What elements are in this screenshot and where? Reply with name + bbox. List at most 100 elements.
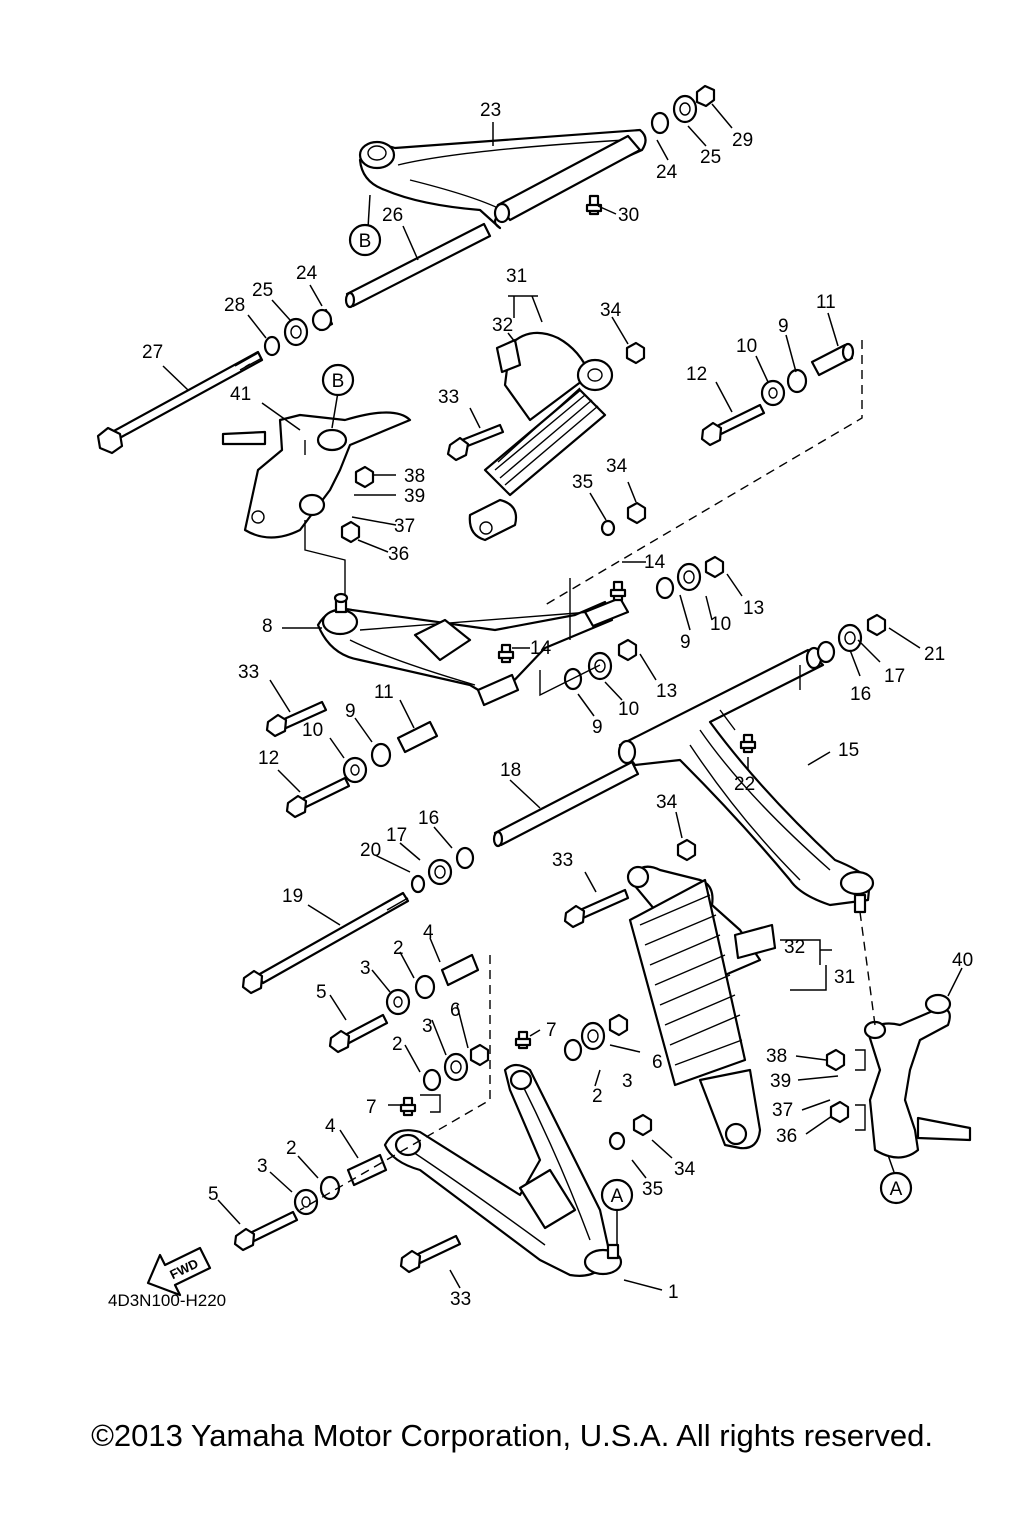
callout-labels: 1 2 2 2 2 3 3 3 3 4 4 5 5 6 6 7 7 8 9 9 … [142, 100, 973, 1310]
copyright-notice: ©2013 Yamaha Motor Corporation, U.S.A. A… [91, 1418, 933, 1453]
callout: 4 [423, 922, 434, 943]
callout: 9 [592, 717, 603, 738]
pivot-shaft-18 [492, 760, 640, 848]
washer-35-upper [600, 519, 616, 537]
callout: 34 [606, 456, 628, 477]
callout: 8 [262, 616, 273, 637]
callout: 31 [506, 266, 527, 287]
bolt-33-middle [265, 700, 328, 738]
callout: 37 [394, 516, 415, 537]
ref-label: A [611, 1186, 624, 1207]
grease-nipple-30 [585, 194, 603, 216]
grease-nipple-7-a [514, 1030, 532, 1050]
callout: 10 [302, 720, 323, 741]
nut-34-upper-b [626, 501, 647, 525]
callout: 35 [642, 1179, 663, 1200]
bolt-33-upper [446, 423, 505, 462]
callout: 5 [208, 1184, 219, 1205]
washer-28 [263, 335, 281, 357]
bushing-set-15 [816, 613, 887, 664]
washer-10-upper [760, 379, 786, 407]
shock-absorber-upper [468, 331, 614, 542]
bolt-27 [96, 350, 264, 455]
callout: 17 [386, 825, 407, 846]
callout: 33 [438, 387, 459, 408]
callout: 10 [710, 614, 731, 635]
callout: 16 [850, 684, 871, 705]
reference-marker-a-arm: A [600, 1178, 634, 1212]
grease-nipple-7-b [399, 1096, 417, 1117]
reference-marker-b-top: B [348, 223, 382, 257]
grease-nipple-22 [739, 733, 757, 754]
pivot-shaft-26 [344, 222, 492, 309]
callout: 39 [770, 1071, 791, 1092]
bolt-12-upper [700, 403, 766, 447]
guide-lines [299, 340, 876, 1211]
callout: 32 [784, 937, 805, 958]
callout: 26 [382, 205, 403, 226]
nut-34-upper-a [625, 341, 646, 365]
bushing-set-lower-upper [328, 953, 629, 1092]
callout: 41 [230, 384, 251, 405]
knuckle-40 [863, 993, 972, 1159]
callout: 27 [142, 342, 163, 363]
washer-35-bottom [608, 1131, 626, 1151]
callout: 11 [816, 292, 836, 313]
bolt-33-bottom [399, 1234, 462, 1274]
ref-label: B [332, 371, 345, 392]
lower-arm-1 [383, 1063, 623, 1277]
callout: 30 [618, 205, 639, 226]
callout: 31 [834, 967, 855, 988]
reference-marker-b-knuckle: B [321, 363, 355, 397]
callout: 17 [884, 666, 905, 687]
callout: 9 [680, 632, 691, 653]
callout: 24 [296, 263, 318, 284]
callout: 2 [393, 938, 404, 959]
collar-24-right [650, 111, 670, 135]
callout: 22 [734, 774, 755, 795]
nut-29 [695, 84, 716, 108]
callout: 2 [592, 1086, 603, 1107]
shock-sleeve-32-upper [495, 338, 522, 374]
callout: 20 [360, 840, 381, 861]
callout: 4 [325, 1116, 336, 1137]
callout: 35 [572, 472, 593, 493]
callout: 16 [418, 808, 439, 829]
callout: 11 [374, 682, 394, 703]
callout: 39 [404, 486, 425, 507]
callout: 33 [238, 662, 259, 683]
callout: 6 [652, 1052, 663, 1073]
collar-11-upper [810, 342, 855, 377]
bolt-19 [241, 891, 410, 995]
callout: 24 [656, 162, 678, 183]
callout: 13 [743, 598, 764, 619]
callout: 12 [686, 364, 707, 385]
grease-nipple-14-a [609, 580, 627, 602]
callout: 14 [644, 552, 666, 573]
lower-arm-8 [316, 592, 630, 707]
bushing-set-lower-bottom [233, 1153, 388, 1252]
callout: 3 [622, 1071, 633, 1092]
callout: 25 [252, 280, 273, 301]
callout: 40 [952, 950, 973, 971]
callout: 9 [778, 316, 789, 337]
callout: 3 [360, 958, 371, 979]
nut-38-upper [354, 465, 375, 489]
callout: 5 [316, 982, 327, 1003]
callout: 32 [492, 315, 513, 336]
leader-lines [162, 103, 963, 1291]
forward-arrow-icon: FWD [146, 1246, 212, 1297]
callout: 33 [552, 850, 573, 871]
nut-34-lower-a [676, 838, 697, 862]
callout: 3 [257, 1156, 268, 1177]
callout: 10 [618, 699, 639, 720]
callout: 13 [656, 681, 677, 702]
nut-36-lower [829, 1100, 850, 1124]
callout: 23 [480, 100, 501, 121]
collar-24-left [311, 308, 334, 332]
callout: 2 [392, 1034, 403, 1055]
bushing-set-middle-left [285, 720, 439, 819]
bushing-25-left [283, 317, 309, 347]
callout: 34 [600, 300, 622, 321]
